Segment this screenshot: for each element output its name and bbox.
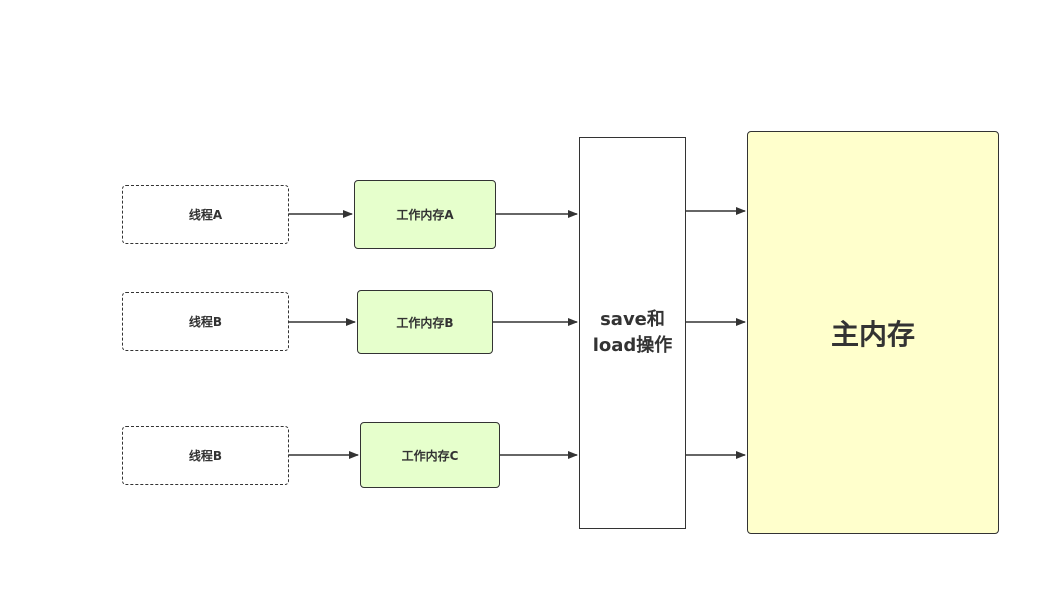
- save-load-operations-box: save和 load操作: [579, 137, 686, 529]
- main-memory-box: 主内存: [747, 131, 999, 534]
- operations-line-1: save和: [600, 309, 665, 330]
- work-memory-a-label: 工作内存A: [396, 208, 454, 222]
- thread-b2-label: 线程B: [188, 449, 223, 463]
- thread-b-label: 线程B: [188, 315, 223, 329]
- work-memory-b-box: 工作内存B: [357, 290, 493, 354]
- thread-b-box: 线程B: [122, 292, 289, 351]
- work-memory-b-label: 工作内存B: [396, 315, 454, 330]
- thread-a-box: 线程A: [122, 185, 289, 244]
- operations-line-2: load操作: [592, 335, 673, 356]
- work-memory-a-box: 工作内存A: [354, 180, 496, 249]
- work-memory-c-box: 工作内存C: [360, 422, 500, 488]
- save-load-operations-label: save和 load操作: [593, 307, 673, 359]
- thread-b2-box: 线程B: [122, 426, 289, 485]
- main-memory-label: 主内存: [830, 317, 915, 351]
- thread-a-label: 线程A: [188, 208, 223, 222]
- work-memory-c-label: 工作内存C: [401, 448, 459, 463]
